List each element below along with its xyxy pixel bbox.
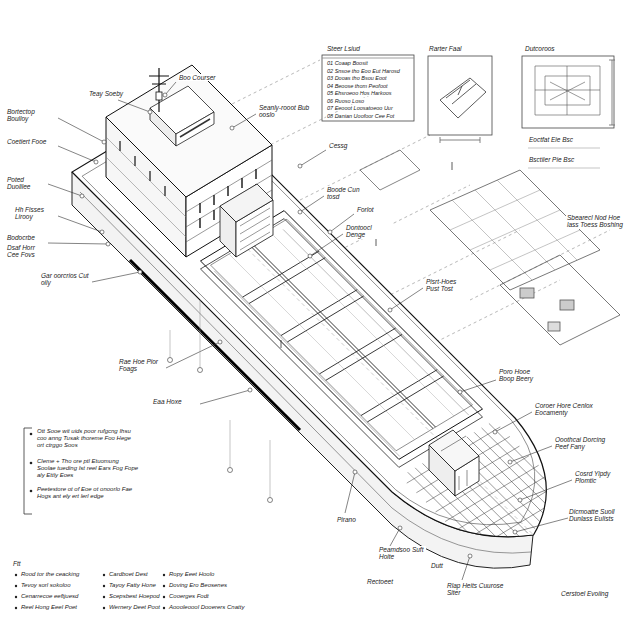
callout-label: Dutcoroos [524,45,556,52]
callout-label: Ropy Eeet Hoolo [168,571,215,578]
callout-label: Bortectop Boulloy [6,108,58,123]
callout-label: Forlot [356,206,375,213]
callout-label: Sbearecl Nod Hoe lass Toess Boshing [566,214,632,229]
callout-label: Boode Cun tosd [326,186,368,201]
callout-label: Rae Hoe Pior Foags [118,358,166,373]
callout-label: Dutt [430,562,444,569]
callout-label: Peetestore ot of Eoe ot onoorlo Fae Hogs… [36,486,140,500]
callout-label: Rarter Faal [428,45,463,52]
callout-label: Pirano [336,516,357,523]
callout-label: Poro Hooe Boop Beery [498,368,546,383]
callout-label: Ott Sooe wit uids poor rufgcng Ihsu coo … [36,428,140,449]
callout-label: Poted Duolilee [6,176,48,191]
callout-label: Rectoeet [366,578,394,585]
callout-label: Ftt [12,560,22,567]
callout-label: Cerstoel Evoiing [560,590,609,597]
callout-label: 04 Beoose thom Peofoot [326,83,389,89]
callout-label: Scepsbest Hoepod [108,593,161,600]
callout-label: Tevoy sorl sokoloo [20,582,71,589]
callout-label: 07 Eeooot Loosatoeoo Uur [326,105,394,111]
callout-label: Doving Ero Beosenes [168,582,228,589]
callout-label: Hh Fisses Lirooy [14,206,58,221]
callout-label: Dicmoatte Suoll Dunlass Eulists [568,508,634,523]
callout-label: Seanly-rooot Bub ooslo [258,104,316,119]
callout-label: Reel Hong Eeel Poet [20,604,78,611]
callout-label: Wernery Deet Poot [108,604,161,611]
callout-label: 06 Ruoso Loso [326,98,365,104]
callout-label: 02 Snsoe tho Eoo Eut Harosd [326,68,401,74]
callout-label: Coroer Hore Cenlox Eocamenty [534,402,604,417]
callout-label: 08 Danian Uoofoor Cee Fot [326,113,395,119]
callout-label: Cosrd Yipdy Plomtic [574,470,628,485]
callout-label: Cessg [328,142,348,149]
callout-label: Teay Soeby [88,90,124,97]
callout-label: Ooothcai Dorcing Peef Fany [554,436,616,451]
callout-label: Cenarrecoe eeftjuesd [20,593,79,600]
callout-label: Gar oorcrios Cut oily [40,272,92,287]
callout-label: Rlap Heits Cuurose Siter [446,582,506,597]
callout-label: Bsctiier Pie Bsc [528,156,575,163]
callout-label: Dontoocl Denge [345,224,393,239]
callout-label: Pisrt-Hoes Pust Tost [425,278,469,293]
callout-label: Bodocrbe [6,234,36,241]
callout-label: Eaa Hoxe [152,398,183,405]
callout-label: Boo Courser [178,74,217,81]
callout-label: 03 Dooas tho Bsou Eoot [326,75,388,81]
callout-label: Coetiert Fooe [6,138,47,145]
callout-label: 05 Ehsroeoo Hos Harkoos [326,90,393,96]
callout-label: Eoctfat Eie Bsc [528,136,574,143]
callout-label: Cleme + Tho ore ptl Etuomung Soolae tued… [36,458,140,479]
callout-label: Rood tor the ceacking [20,571,80,578]
callout-label: Cooerges Fodt [168,593,210,600]
callout-label: Dsaf Horr Cee Fovs [6,244,48,259]
callout-label: 01 Coaap Boosit [326,60,369,66]
callout-label: Cardboet Dest [108,571,149,578]
callout-label: Aoooleoool Dooerers Cnatty [168,604,245,611]
callout-label: Steer Lsiud [326,45,361,52]
callout-label: Peamdsoo Suft Hoite [378,546,426,561]
callout-label: Tayoy Fatty Hone [108,582,157,589]
